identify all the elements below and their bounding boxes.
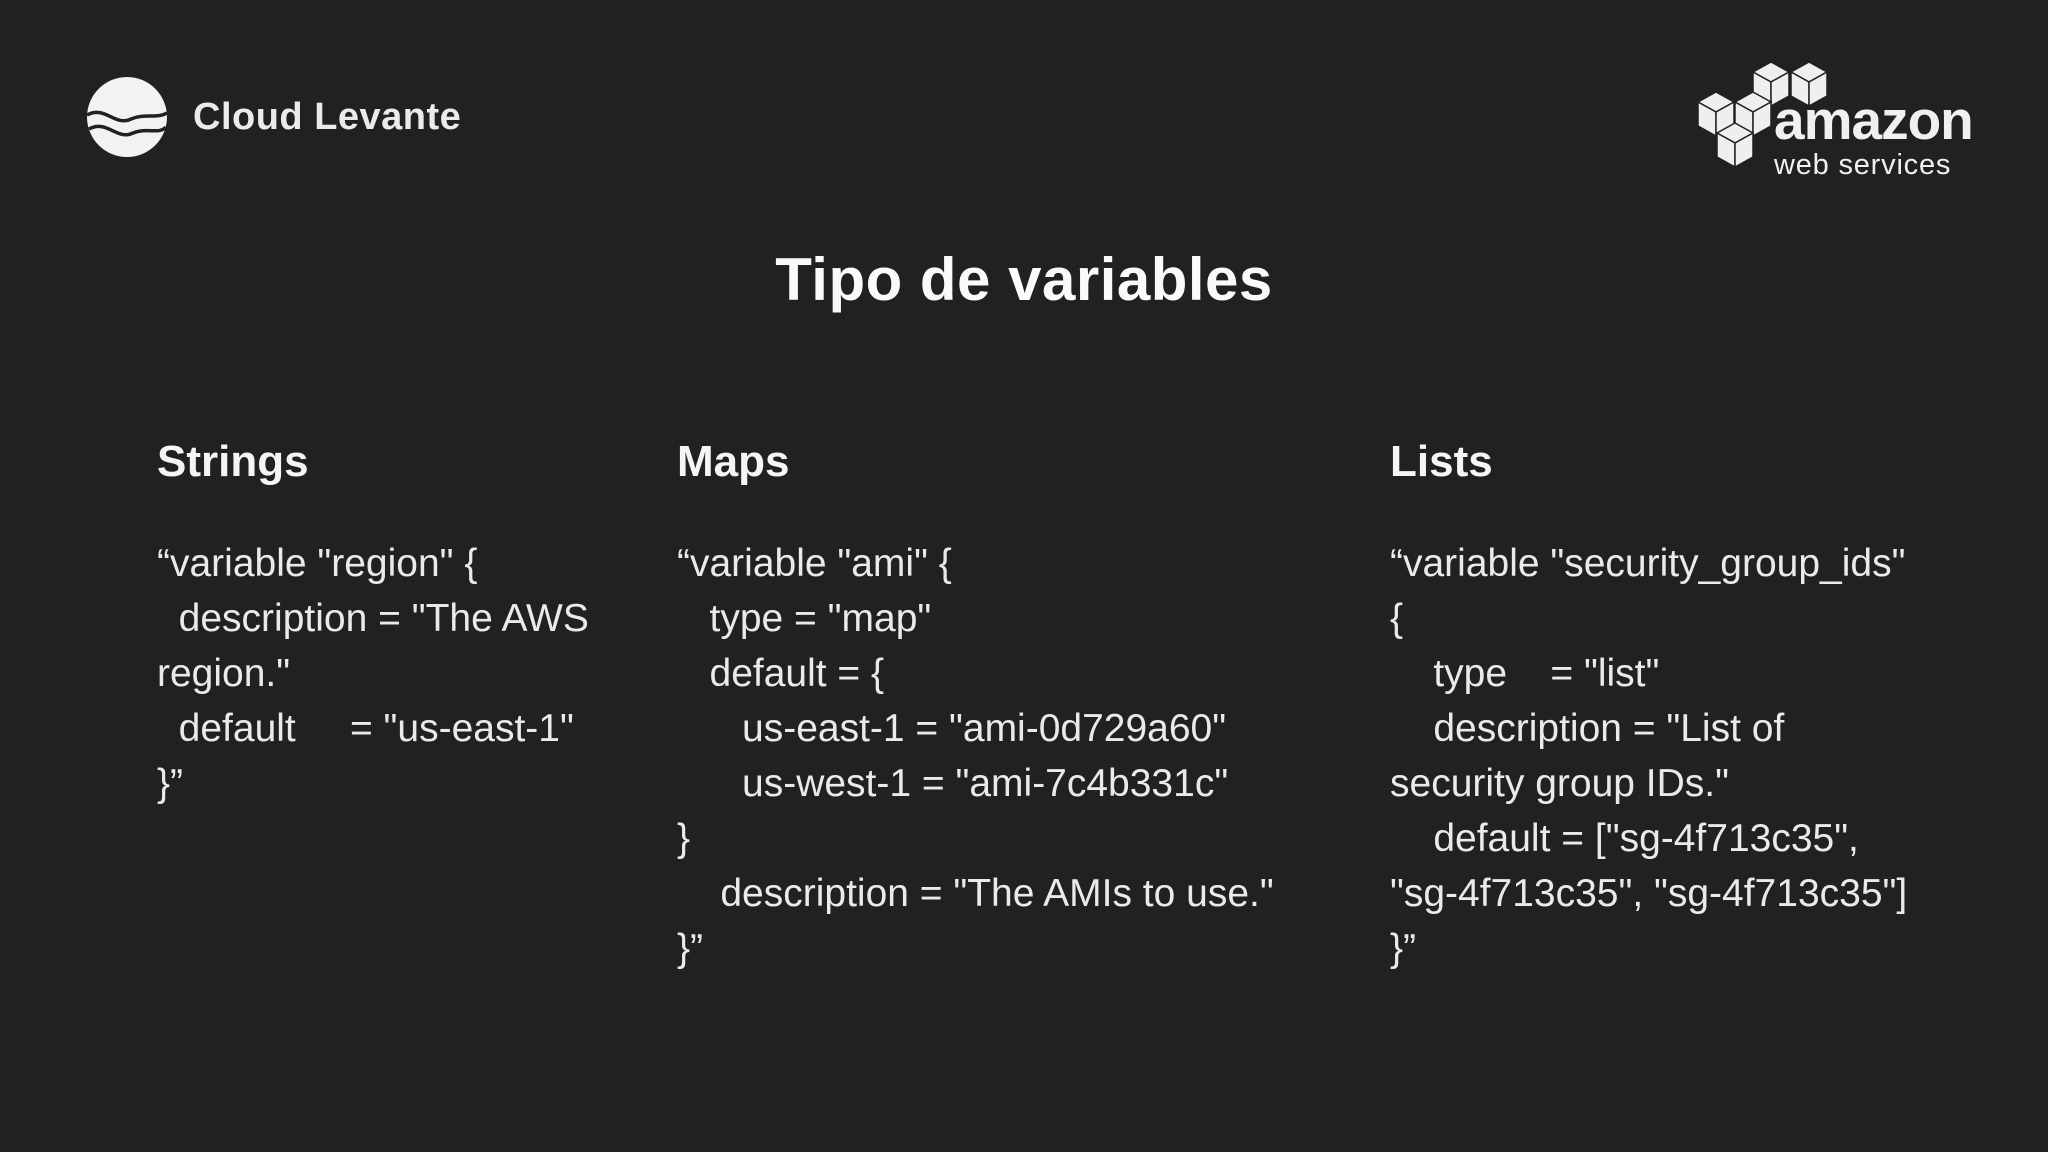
- code-line: "sg-4f713c35", "sg-4f713c35"]: [1390, 872, 1908, 915]
- code-line: us-east-1 = "ami-0d729a60": [677, 707, 1227, 750]
- aws-wordmark: amazon: [1774, 89, 1974, 151]
- code-block-strings: “variable "region" { description = "The …: [157, 536, 657, 811]
- code-block-maps: “variable "ami" { type = "map" default =…: [677, 536, 1337, 976]
- code-line: }: [677, 817, 691, 860]
- code-line: }”: [157, 762, 184, 805]
- code-line: description = "List of: [1390, 707, 1785, 750]
- column-heading-strings: Strings: [157, 437, 309, 486]
- code-line: default = "us-east-1": [157, 707, 574, 750]
- code-line: }”: [677, 927, 704, 970]
- brand-logo: Cloud Levante: [85, 75, 461, 159]
- code-line: description = "The AMIs to use.": [677, 872, 1274, 915]
- column-heading-lists: Lists: [1390, 437, 1493, 486]
- page-title: Tipo de variables: [775, 246, 1273, 313]
- code-line: type = "list": [1390, 652, 1660, 695]
- code-line: region.": [157, 652, 291, 695]
- code-line: type = "map": [677, 597, 932, 640]
- code-block-lists: “variable "security_group_ids" { type = "…: [1390, 536, 2030, 976]
- code-line: security group IDs.": [1390, 762, 1729, 805]
- wave-circle-icon: [85, 75, 169, 159]
- brand-name: Cloud Levante: [193, 95, 462, 138]
- column-heading-maps: Maps: [677, 437, 790, 486]
- code-line: “variable "region" {: [157, 542, 478, 585]
- aws-subtitle: web services: [1774, 149, 1952, 181]
- column-maps: Maps “variable "ami" { type = "map" defa…: [677, 440, 1337, 976]
- aws-wordmark-block: amazon web services: [1774, 89, 1974, 181]
- code-line: us-west-1 = "ami-7c4b331c": [677, 762, 1229, 805]
- column-strings: Strings “variable "region" { description…: [157, 440, 657, 811]
- code-line: “variable "ami" {: [677, 542, 952, 585]
- aws-logo: amazon web services: [1697, 55, 1998, 180]
- code-line: “variable "security_group_ids": [1390, 542, 1906, 585]
- code-line: {: [1390, 597, 1404, 640]
- code-line: default = {: [677, 652, 885, 695]
- column-lists: Lists “variable "security_group_ids" { ty…: [1390, 440, 2030, 976]
- code-line: description = "The AWS: [157, 597, 589, 640]
- code-line: default = ["sg-4f713c35",: [1390, 817, 1859, 860]
- code-line: }”: [1390, 927, 1417, 970]
